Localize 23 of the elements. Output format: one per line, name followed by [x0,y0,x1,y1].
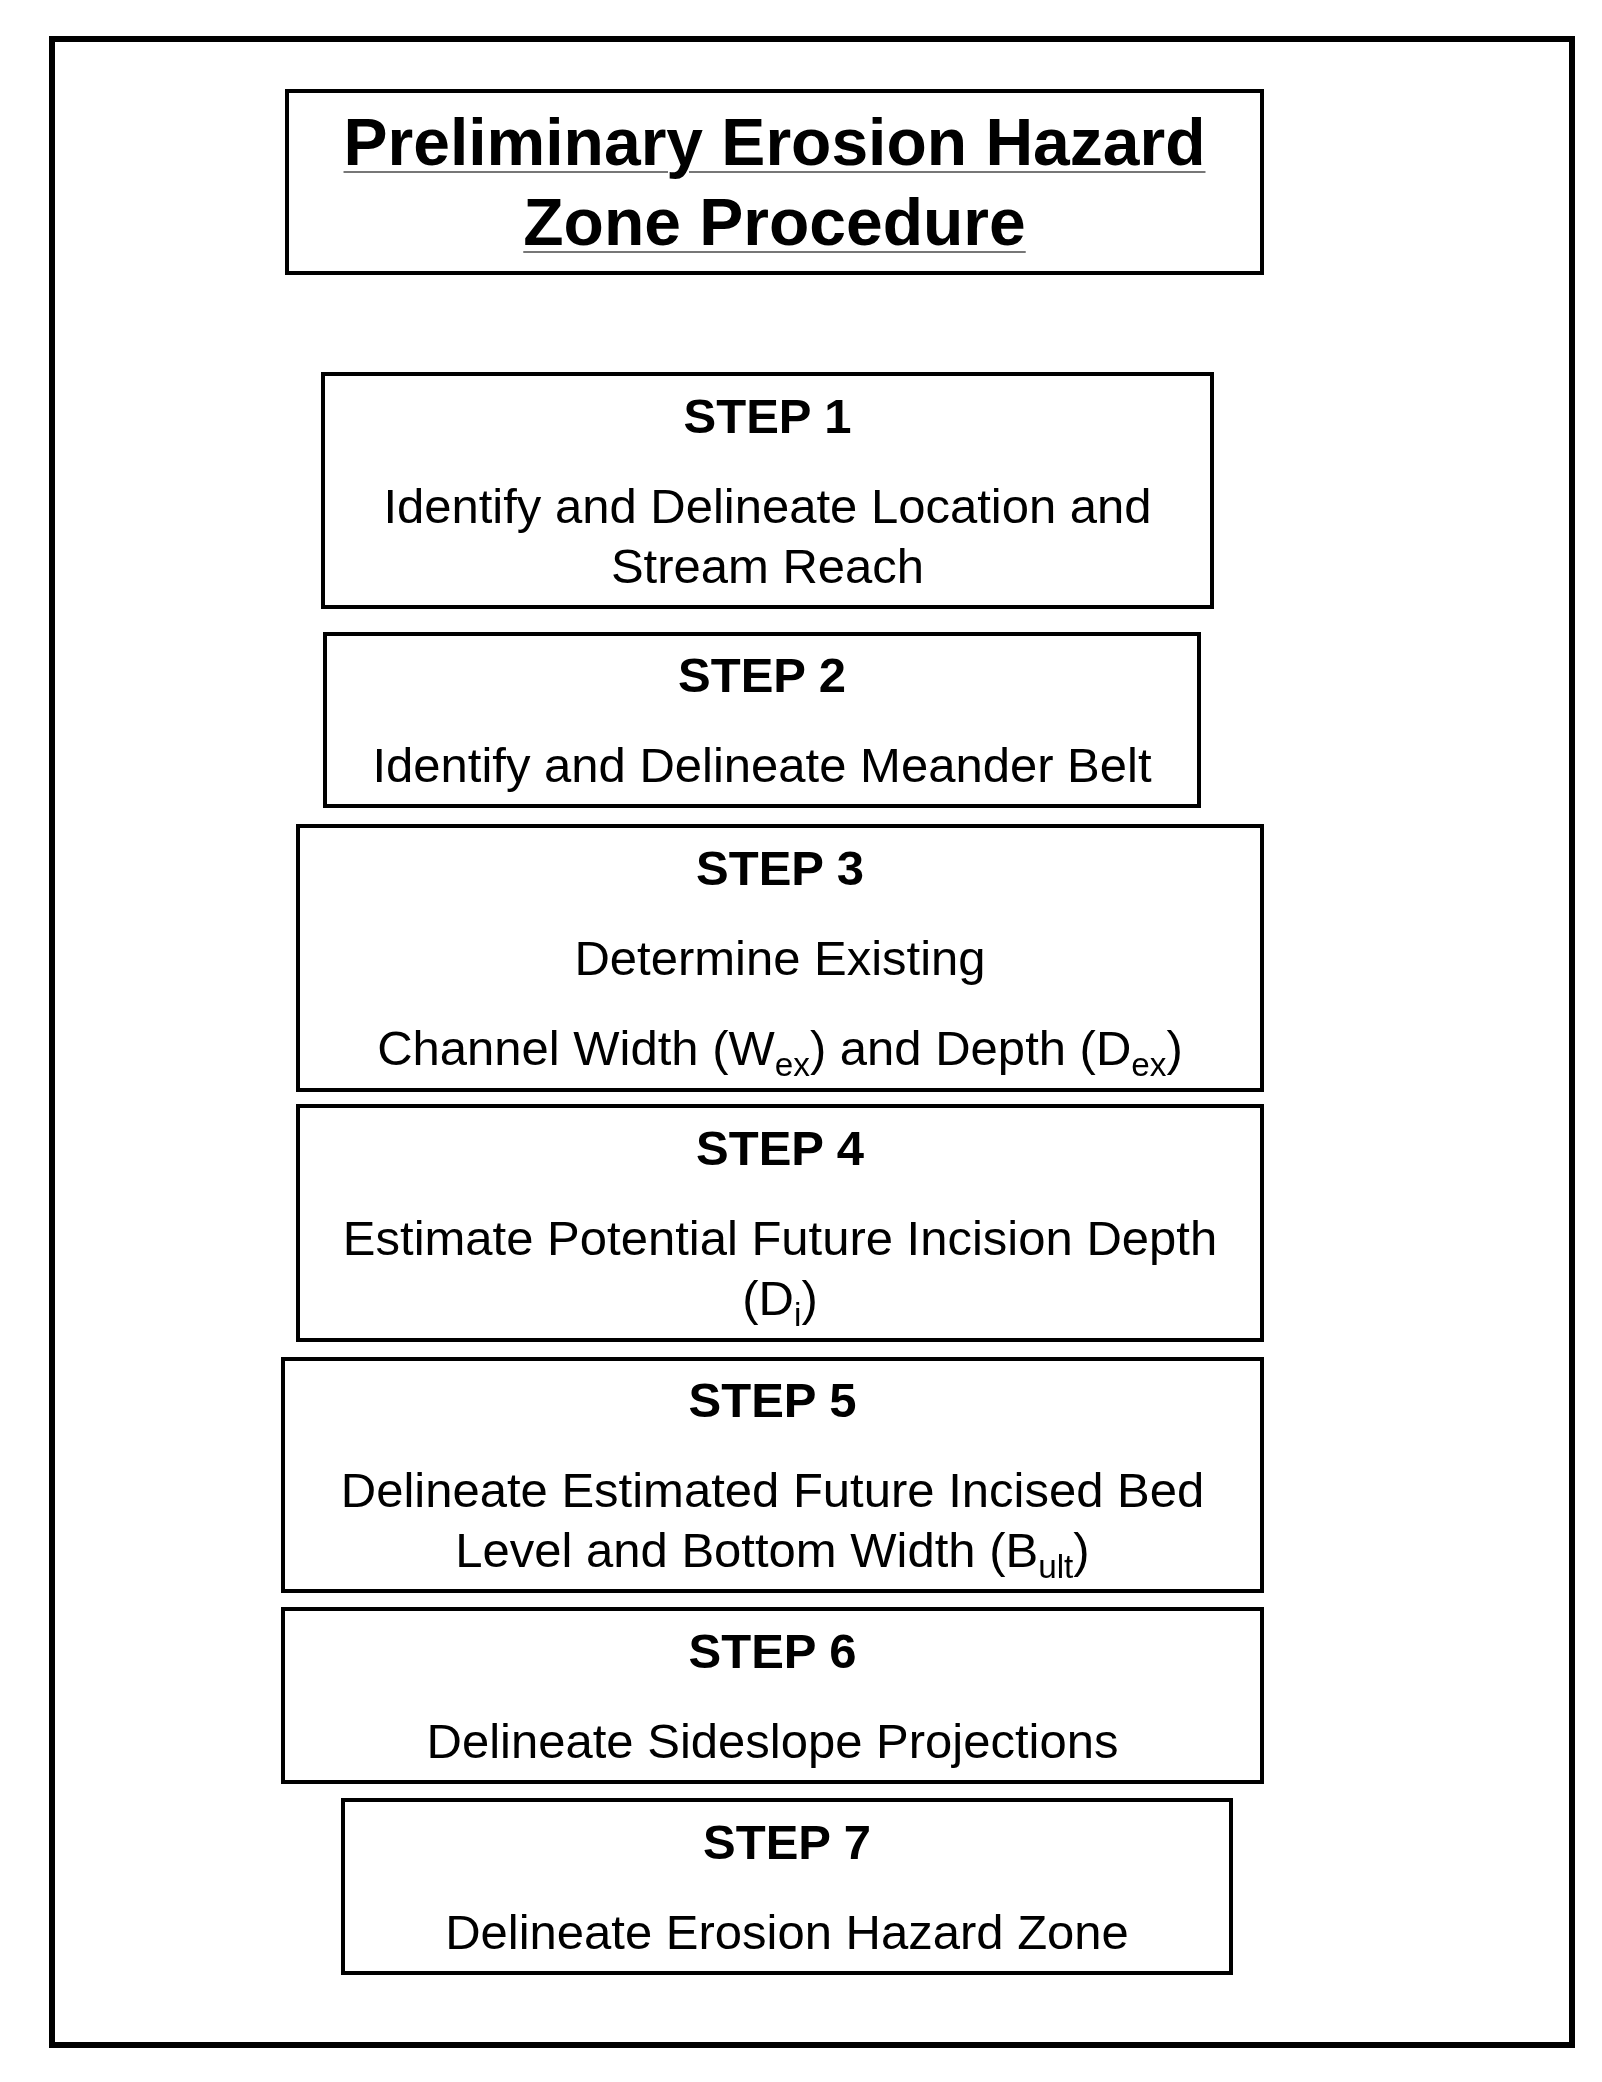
step-heading: STEP 7 [703,1813,871,1871]
step-description: Identify and Delineate Meander Belt [372,737,1152,794]
step-box [321,372,1214,609]
step-box [281,1607,1264,1784]
step-description: Identify and Delineate Location and Stream Reach [382,477,1153,595]
step-heading: STEP 5 [688,1372,857,1429]
step-box [323,632,1201,808]
diagram-title: Preliminary Erosion Hazard Zone Procedure [342,104,1207,261]
step-description: Channel Width (W$_{ex}$) and Depth (D$_{ex}$) [377,1020,1183,1078]
step-heading: STEP 3 [696,840,864,897]
step-box [296,824,1264,1092]
step-heading: STEP 2 [678,647,846,704]
step-description: Estimate Potential Future Incision Depth (D$_{i}$) [341,1210,1219,1328]
step-description: Delineate Sideslope Projections [426,1712,1119,1770]
step-description: Determine Existing [574,930,986,987]
step-heading: STEP 4 [696,1120,864,1177]
step-heading: STEP 1 [683,387,852,445]
step-description: Delineate Erosion Hazard Zone [445,1903,1129,1961]
step-heading: STEP 6 [688,1622,857,1680]
step-description: Delineate Estimated Future Incised Bed Level and Bottom Width (B$_{ult}$) [339,1462,1206,1580]
step-box [296,1104,1264,1342]
step-box [281,1357,1264,1593]
step-box [341,1798,1233,1975]
